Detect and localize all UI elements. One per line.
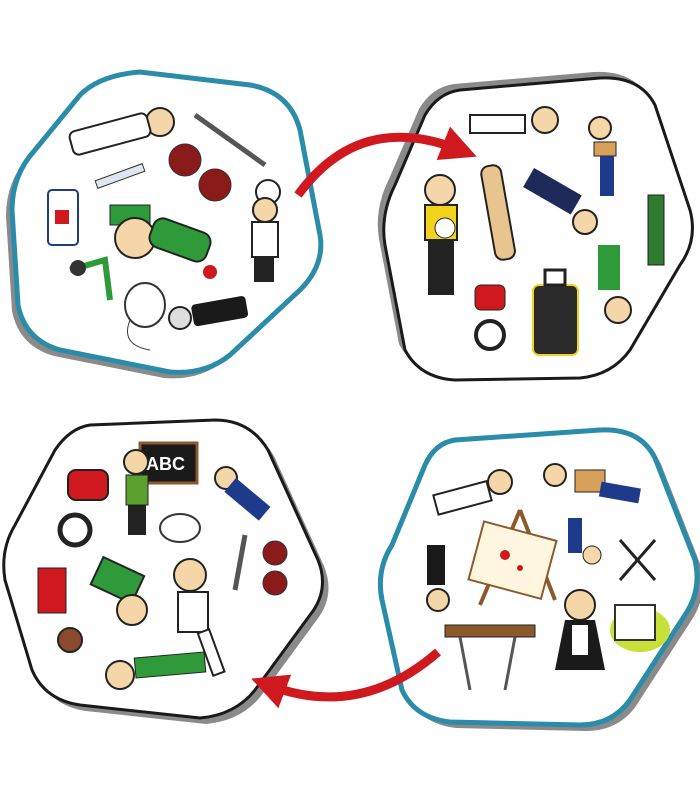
wine-glasses-icon — [168, 112, 267, 202]
pilot-icon — [568, 518, 602, 565]
mouse-icon — [159, 513, 201, 543]
elf-icon — [105, 651, 207, 690]
postman-icon — [588, 116, 617, 196]
maid-icon — [555, 589, 605, 670]
chalkboard-text: ABC — [146, 454, 185, 474]
judge-icon — [426, 545, 450, 612]
tank-icon — [647, 194, 665, 266]
easel-icon — [467, 509, 558, 606]
card-top-left[interactable] — [6, 69, 324, 379]
table-icon — [444, 624, 536, 691]
ambulance-icon — [47, 189, 79, 246]
goalkeeper-icon — [424, 174, 458, 295]
judge-icon — [168, 296, 249, 330]
scooter-icon — [57, 469, 109, 548]
pilot-icon — [523, 167, 598, 235]
arrow-bottom — [251, 648, 441, 709]
suitcase-icon — [532, 268, 579, 356]
postman-icon — [543, 463, 641, 504]
clown-icon — [109, 204, 217, 279]
teacher-icon — [123, 449, 149, 535]
mouse-icon — [124, 282, 166, 351]
arrow-top — [294, 126, 477, 198]
sailor-icon — [68, 107, 175, 156]
scissors-icon — [618, 539, 657, 581]
sailor-icon — [173, 558, 226, 677]
police-icon — [214, 466, 271, 521]
card-bottom-right[interactable] — [377, 427, 700, 731]
goal-icon — [610, 604, 670, 652]
rolling-pin-icon — [480, 164, 516, 261]
card-bottom-left[interactable]: ABC — [2, 418, 329, 724]
card-top-right[interactable] — [377, 71, 694, 382]
elf-icon — [598, 245, 632, 324]
scooter-icon — [474, 284, 506, 351]
chef-icon — [469, 106, 559, 134]
chef-icon — [251, 179, 281, 282]
syringe-icon — [94, 163, 146, 189]
clown-icon — [89, 555, 148, 626]
wine-glasses-icon — [232, 534, 288, 596]
chef-icon — [432, 469, 513, 516]
firefighter-icon — [37, 567, 83, 653]
wheelbarrow-icon — [69, 256, 113, 301]
